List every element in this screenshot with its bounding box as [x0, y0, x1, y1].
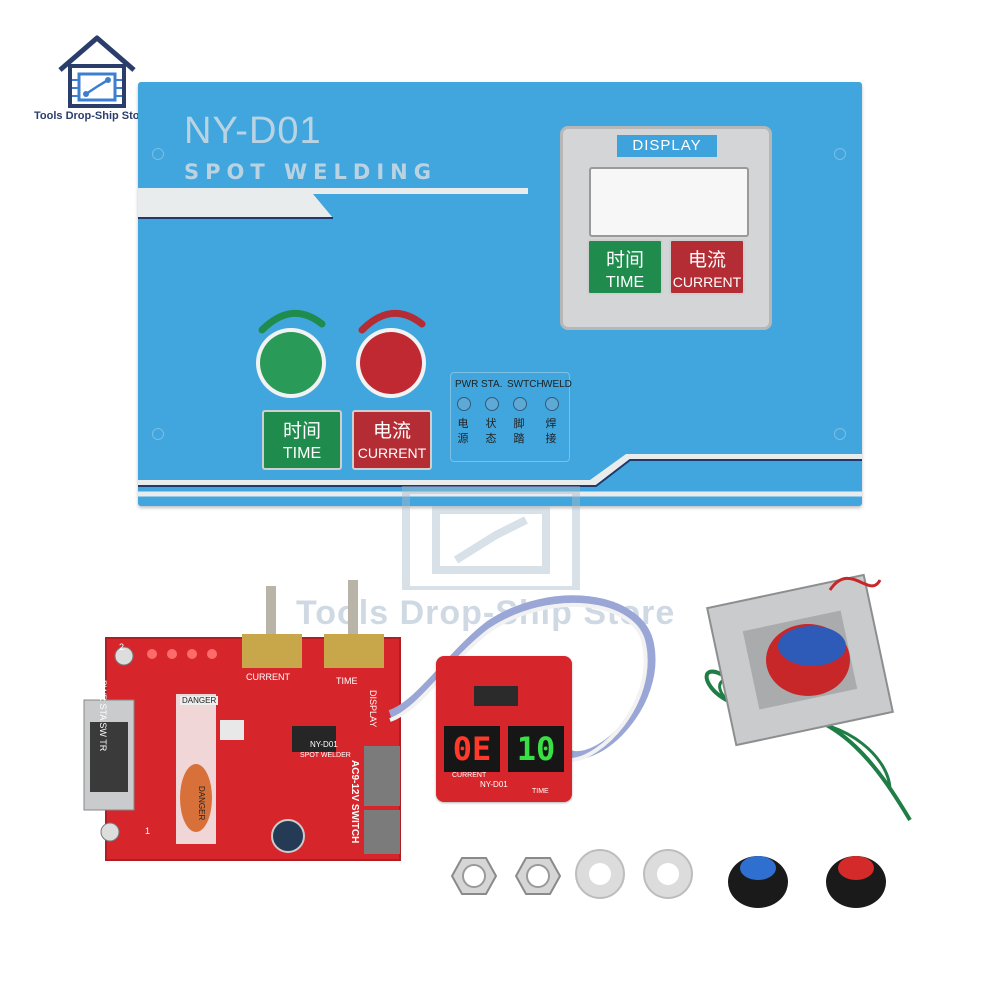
time-key-cn: 时间 [282, 421, 321, 442]
time-key-en: TIME [605, 274, 645, 291]
led-label-sta: STA. [481, 379, 503, 390]
panel-stripes [138, 188, 862, 497]
screw-hole-icon [834, 148, 846, 160]
led-sta-indicator [485, 397, 499, 411]
display-time-label: TIME [532, 788, 549, 795]
current-round-button[interactable] [360, 332, 422, 394]
accessories [450, 849, 886, 908]
board-marker-1: 1 [145, 826, 151, 836]
display-frame: DISPLAY 时间 TIME 电流 CURRENT [560, 126, 772, 330]
board-marker-2: 2 [119, 642, 125, 652]
time-key-cn: 时间 [605, 250, 644, 271]
display-window [589, 167, 749, 237]
board-time-label: TIME [336, 676, 358, 686]
time-key-en: TIME [282, 445, 322, 462]
current-key-cn: 电流 [372, 421, 411, 442]
board-danger-label-2: DANGER [197, 786, 206, 821]
store-name: Tools Drop-Ship Store [34, 110, 150, 122]
board-led-labels: PWR STA SW TR [98, 680, 108, 752]
current-key-en: CURRENT [672, 274, 742, 290]
led-swtch-cn: 脚踏 [513, 418, 525, 445]
board-danger-label: DANGER [180, 696, 219, 705]
led-sta-cn: 状态 [485, 418, 497, 445]
screw-hole-icon [152, 148, 164, 160]
pcb-control-board [83, 580, 401, 861]
display-current-label: CURRENT [452, 772, 487, 779]
current-key-en: CURRENT [357, 445, 427, 461]
led-swtch-indicator [513, 397, 527, 411]
control-panel-overlay: NY-D01 SPOT WELDING DISPLAY 时间 TIME 电流 C… [138, 82, 862, 506]
display-current-key[interactable]: 电流 CURRENT [669, 239, 745, 295]
display-model-label: NY-D01 [480, 780, 508, 789]
panel-subtitle: SPOT WELDING [184, 160, 437, 184]
board-switch-label: AC9-12V SWITCH [349, 760, 360, 844]
screw-hole-icon [834, 428, 846, 440]
current-key-cn: 电流 [687, 250, 726, 271]
display-label: DISPLAY [617, 135, 717, 157]
led-label-pwr: PWR [455, 379, 479, 390]
led-pwr-indicator [457, 397, 471, 411]
display-driver-chip [474, 686, 518, 706]
led-weld-indicator [545, 397, 559, 411]
board-current-label: CURRENT [246, 672, 290, 682]
time-key[interactable]: 时间 TIME [262, 410, 342, 470]
board-model-label: NY-D01 [310, 740, 338, 749]
board-display-label: DISPLAY [368, 690, 378, 728]
board-spot-welder-label: SPOT WELDER [300, 752, 351, 759]
display-module: 0E 10 NY-D01 CURRENT TIME [436, 656, 572, 802]
watermark-logo-icon [402, 486, 580, 590]
display-right-digits: 10 [508, 726, 564, 772]
led-label-swtch: SWTCH [507, 379, 544, 390]
time-round-button[interactable] [260, 332, 322, 394]
transformer [704, 573, 912, 822]
led-label-weld: WELD [543, 379, 572, 390]
store-logo-icon [58, 35, 136, 108]
current-key[interactable]: 电流 CURRENT [352, 410, 432, 470]
status-led-block: PWR STA. SWTCH WELD 电源 状态 脚踏 焊接 [450, 372, 572, 462]
panel-model-title: NY-D01 [184, 110, 322, 152]
display-left-digits: 0E [444, 726, 500, 772]
led-weld-cn: 焊接 [545, 418, 557, 445]
red-arc-icon [358, 309, 426, 334]
screw-hole-icon [152, 428, 164, 440]
display-time-key[interactable]: 时间 TIME [587, 239, 663, 295]
green-arc-icon [258, 309, 326, 334]
led-pwr-cn: 电源 [457, 418, 469, 445]
